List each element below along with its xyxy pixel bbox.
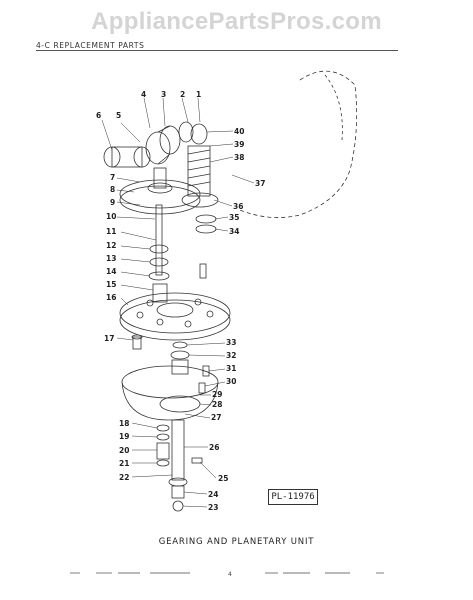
callout-label: 18 (119, 419, 129, 428)
callout-label: 6 (96, 111, 101, 120)
callout-label: 17 (104, 334, 114, 343)
drive-pinion-assembly (103, 125, 181, 168)
callout-label: 21 (119, 459, 129, 468)
callout-label: 5 (116, 111, 121, 120)
housing-outline-inner (324, 74, 343, 141)
callout-label: 15 (106, 280, 116, 289)
callout-label: 33 (226, 338, 236, 347)
header-rule (36, 50, 398, 51)
callout-label: 34 (229, 227, 239, 236)
lower-shaft-assembly (156, 419, 203, 512)
callout-label: 10 (106, 212, 116, 221)
gear-case (121, 365, 219, 421)
callout-label: 4 (141, 90, 146, 99)
plate-number: PL-11976 (268, 489, 318, 505)
callout-label: 31 (226, 364, 236, 373)
callout-label: 19 (119, 432, 129, 441)
callout-label: 24 (208, 490, 218, 499)
worm-gear (178, 121, 219, 208)
callout-labels: 1 2 3 4 5 6 7 8 9 10 11 12 13 14 15 16 1… (96, 90, 265, 512)
callout-label: 35 (229, 213, 239, 222)
watermark-logo: AppliancePartsPros.com (91, 8, 382, 35)
callout-label: 26 (209, 443, 219, 452)
pin (199, 263, 207, 279)
pin (198, 382, 206, 394)
callout-label: 32 (226, 351, 236, 360)
callout-label: 25 (218, 474, 228, 483)
callout-label: 3 (161, 90, 166, 99)
callout-label: 1 (196, 90, 201, 99)
callout-label: 38 (234, 153, 244, 162)
callout-label: 16 (106, 293, 116, 302)
callout-label: 27 (211, 413, 221, 422)
main-gear (119, 167, 201, 215)
callout-label: 28 (212, 400, 222, 409)
callout-label: 7 (110, 173, 115, 182)
callout-label: 23 (208, 503, 218, 512)
callout-label: 12 (106, 241, 116, 250)
section-header: 4-C REPLACEMENT PARTS (36, 41, 145, 50)
callout-label: 30 (226, 377, 236, 386)
washer (170, 350, 190, 360)
callout-label: 29 (212, 390, 222, 399)
washer (172, 341, 188, 349)
callout-label: 2 (180, 90, 185, 99)
callout-label: 36 (233, 202, 243, 211)
center-shaft (148, 204, 170, 303)
callout-label: 11 (106, 227, 116, 236)
planetary-plate (119, 292, 231, 341)
housing-outline (239, 70, 358, 218)
callout-label: 40 (234, 127, 244, 136)
page-number: 4 (228, 571, 232, 578)
callout-label: 39 (234, 140, 244, 149)
callout-label: 20 (119, 446, 129, 455)
callout-label: 22 (119, 473, 129, 482)
callout-label: 14 (106, 267, 116, 276)
callout-label: 8 (110, 185, 115, 194)
callout-label: 37 (255, 179, 265, 188)
figure-caption: GEARING AND PLANETARY UNIT (158, 537, 315, 547)
callout-label: 9 (110, 198, 115, 207)
screw (131, 334, 143, 350)
callout-label: 13 (106, 254, 116, 263)
washer (195, 214, 217, 224)
washer (195, 224, 217, 234)
